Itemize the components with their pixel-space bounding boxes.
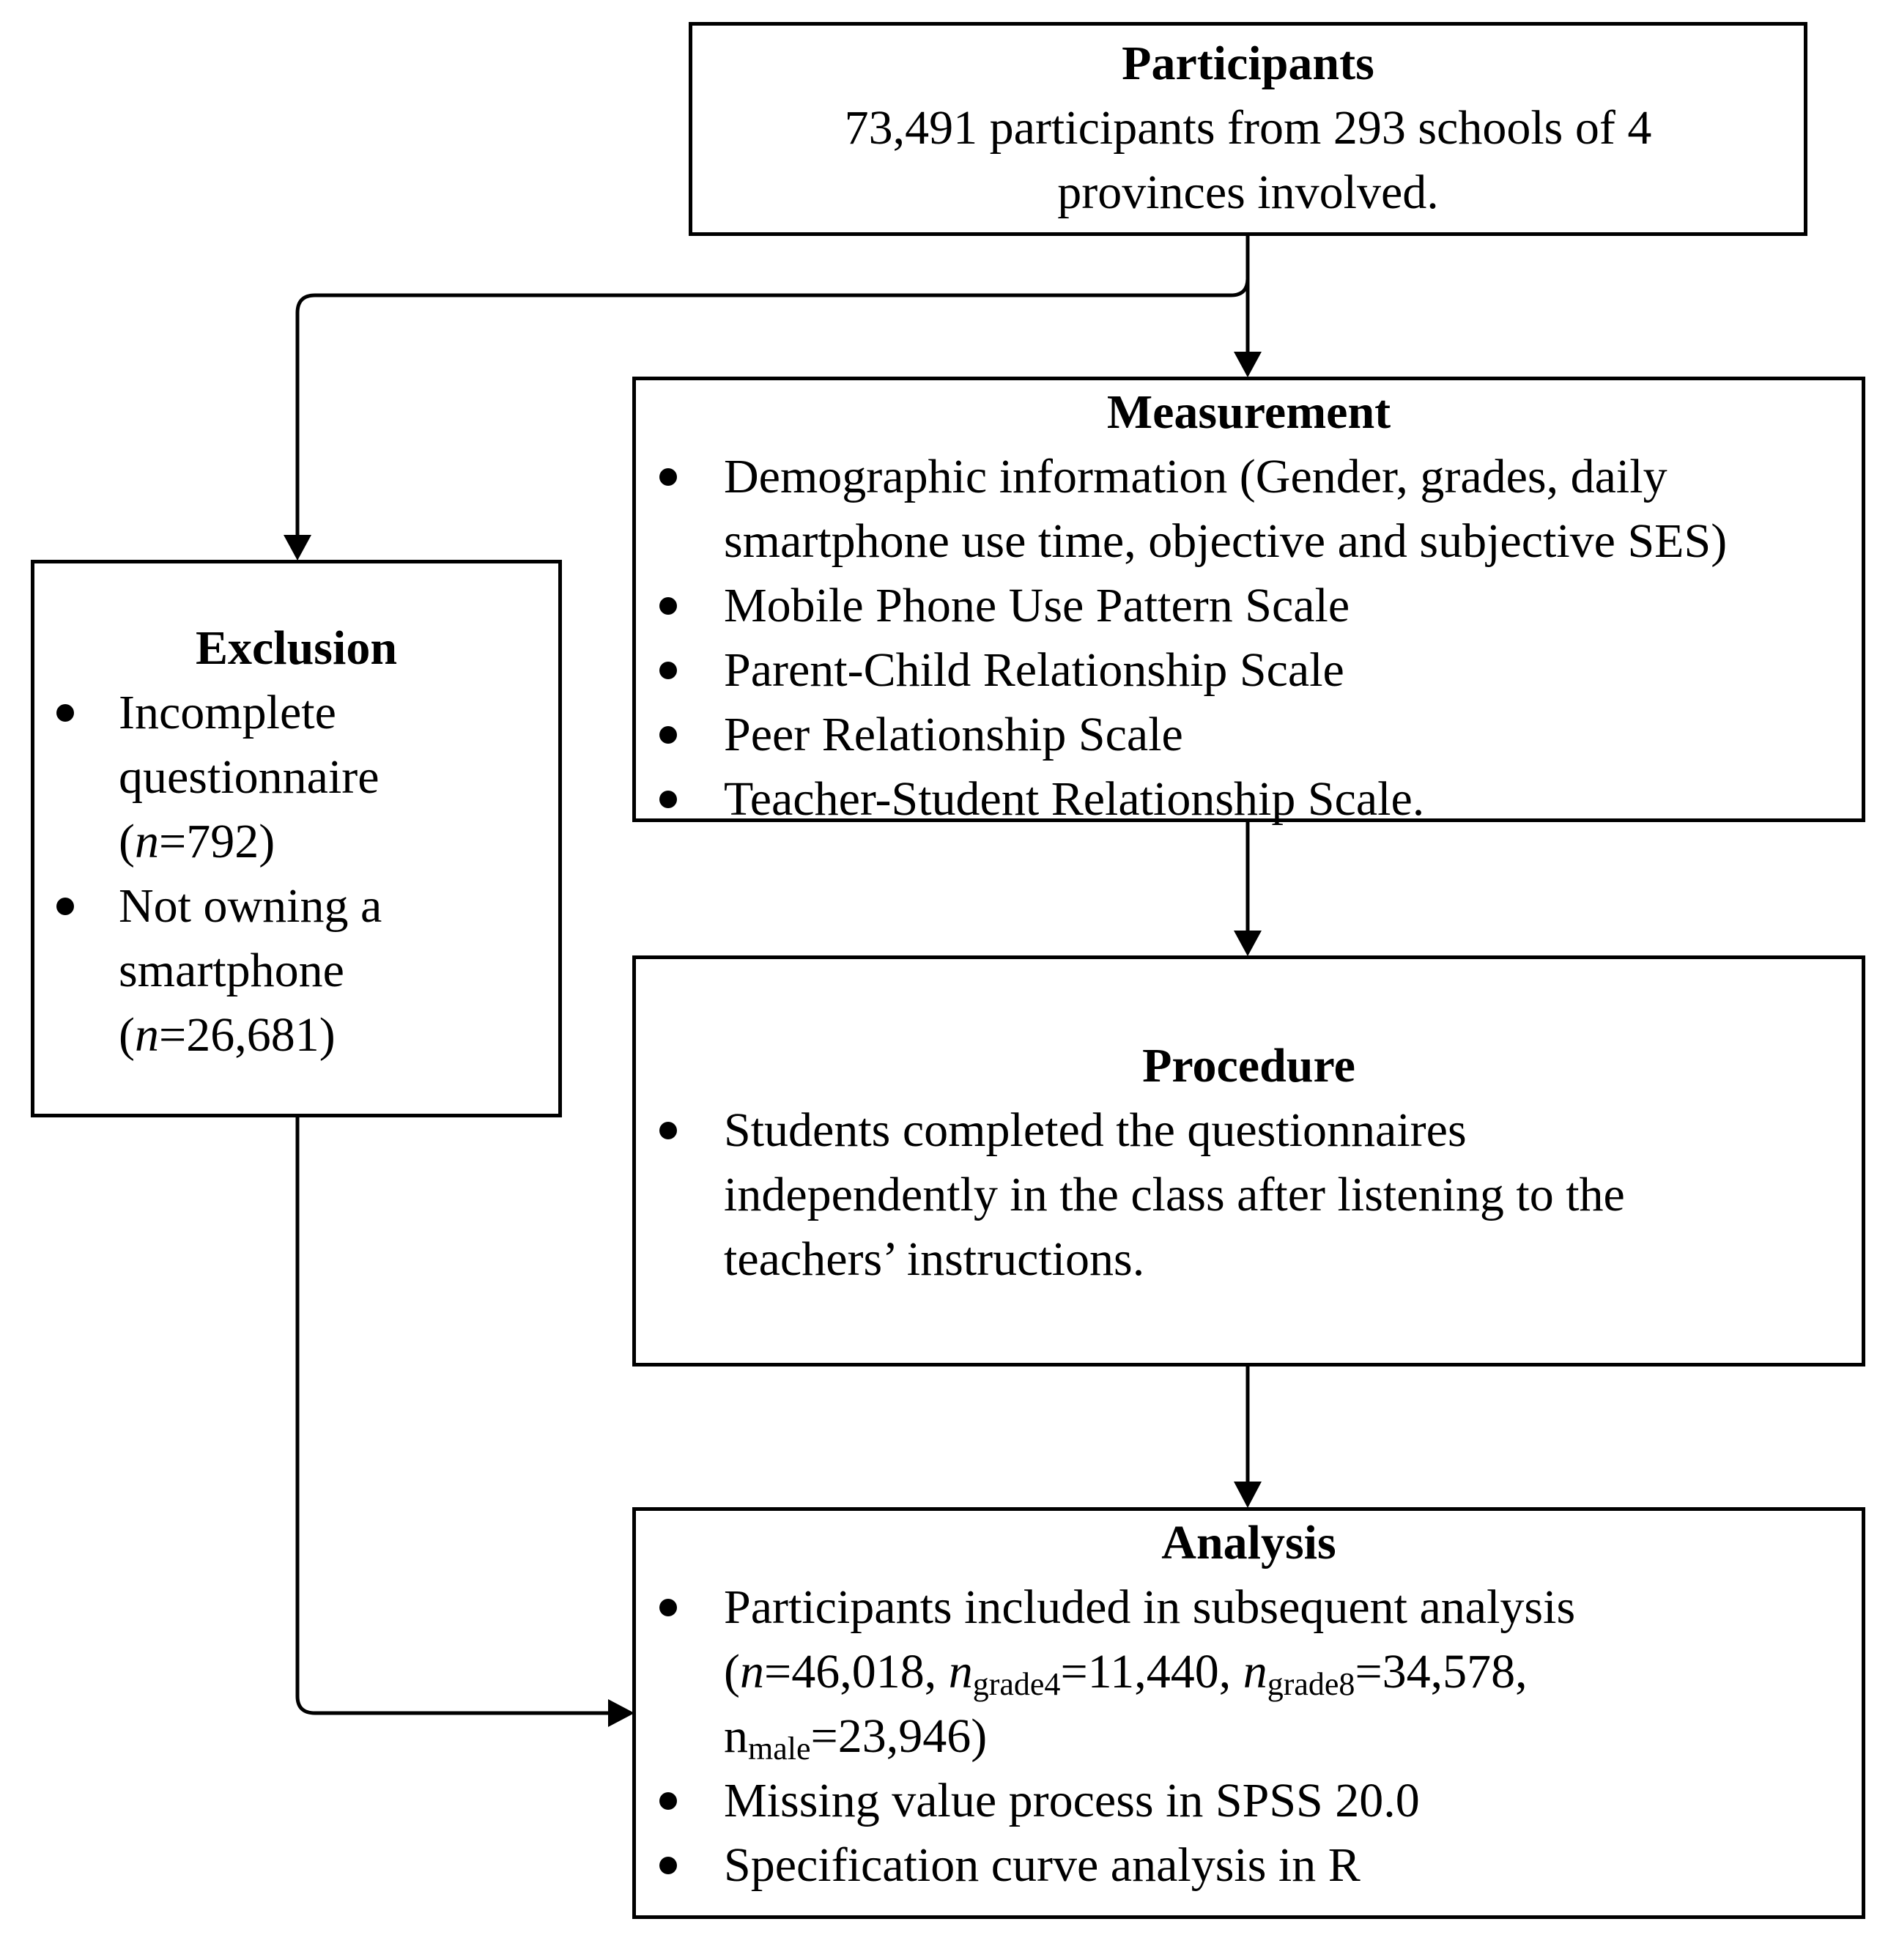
participants-title: Participants (1122, 37, 1374, 90)
measurement-title: Measurement (1106, 385, 1391, 439)
analysis-list: Participants included in subsequent anal… (636, 1575, 1862, 1898)
analysis-item: Missing value process in SPSS 20.0 (636, 1769, 1862, 1833)
bullet-icon (659, 597, 677, 615)
exclusion-item: Not owning a smartphone (n=26,681) (34, 874, 558, 1068)
procedure-item: Students completed the questionnaires in… (636, 1098, 1862, 1292)
analysis-item: Participants included in subsequent anal… (636, 1575, 1862, 1769)
procedure-list: Students completed the questionnaires in… (636, 1098, 1862, 1292)
measurement-item: Parent-Child Relationship Scale (636, 638, 1862, 703)
bullet-icon (659, 1792, 677, 1810)
measurement-item: Peer Relationship Scale (636, 703, 1862, 767)
bullet-icon (659, 662, 677, 679)
bullet-icon (659, 791, 677, 808)
measurement-box: Measurement Demographic information (Gen… (632, 377, 1865, 826)
arrowhead-analysis (1234, 1482, 1262, 1508)
bullet-icon (56, 898, 74, 915)
arrow-participants-to-exclusion (295, 278, 1250, 535)
analysis-box: Analysis Participants included in subseq… (632, 1507, 1865, 1919)
bullet-icon (56, 704, 74, 722)
arrow-exclusion-to-analysis (295, 1117, 608, 1715)
participants-line-1: 73,491 participants from 293 schools of … (844, 101, 1652, 155)
arrowhead-analysis-left (608, 1699, 634, 1727)
arrowhead-exclusion (284, 535, 311, 561)
measurement-item: Demographic information (Gender, grades,… (636, 445, 1862, 574)
measurement-list: Demographic information (Gender, grades,… (636, 445, 1862, 832)
bullet-icon (659, 726, 677, 744)
bullet-icon (659, 1599, 677, 1616)
arrowhead-measurement (1234, 352, 1262, 377)
bullet-icon (659, 1122, 677, 1139)
participants-box: Participants 73,491 participants from 29… (689, 22, 1807, 236)
analysis-title: Analysis (1161, 1516, 1336, 1569)
procedure-title: Procedure (1142, 1039, 1355, 1092)
exclusion-box: Exclusion Incomplete questionnaire (n=79… (31, 560, 562, 1117)
arrowhead-procedure (1234, 931, 1262, 956)
exclusion-list: Incomplete questionnaire (n=792) Not own… (34, 681, 558, 1068)
measurement-item: Mobile Phone Use Pattern Scale (636, 574, 1862, 638)
analysis-item: Specification curve analysis in R (636, 1833, 1862, 1898)
exclusion-title: Exclusion (195, 621, 398, 675)
participants-line-2: provinces involved. (1057, 166, 1439, 219)
bullet-icon (659, 1857, 677, 1874)
procedure-box: Procedure Students completed the questio… (632, 955, 1865, 1367)
measurement-item: Teacher-Student Relationship Scale. (636, 767, 1862, 832)
exclusion-item: Incomplete questionnaire (n=792) (34, 681, 558, 874)
bullet-icon (659, 468, 677, 486)
